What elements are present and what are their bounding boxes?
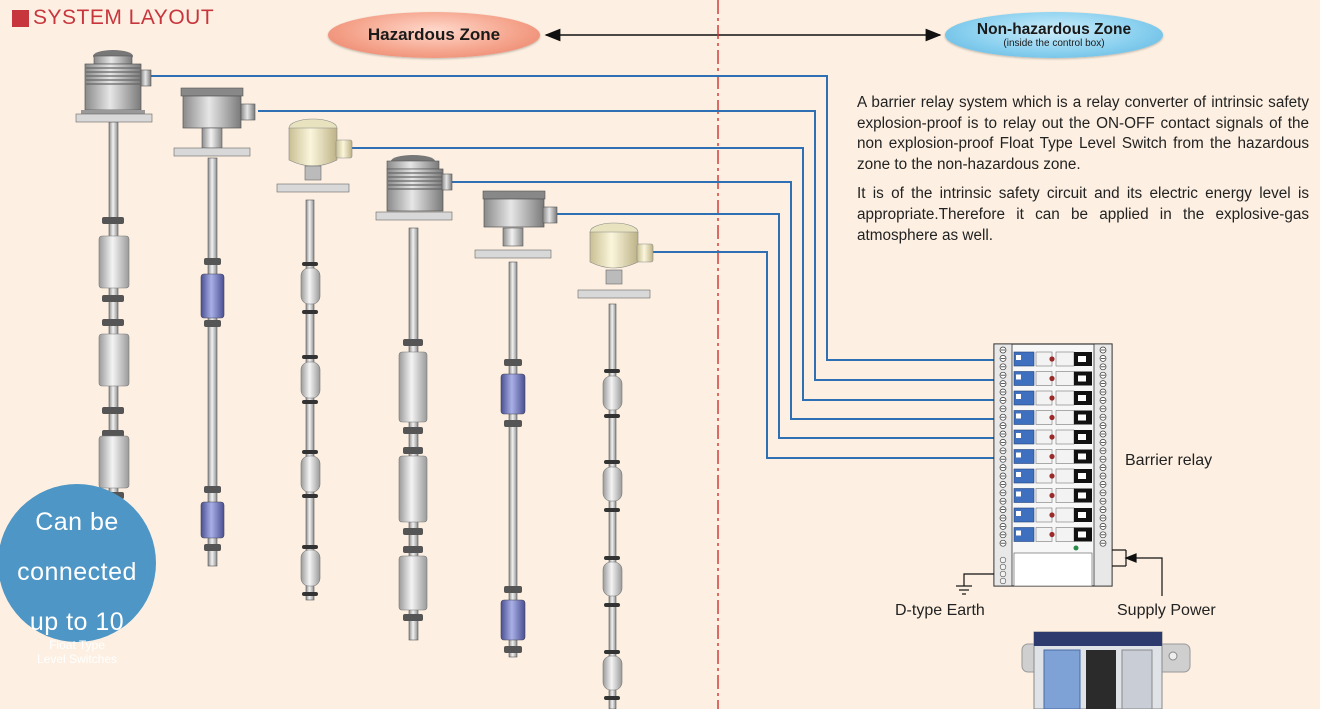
page-title-text: SYSTEM LAYOUT [33, 6, 215, 29]
description-paragraph-1: A barrier relay system which is a relay … [857, 94, 1309, 173]
title-square-icon [12, 9, 29, 27]
supply-power-label: Supply Power [1117, 602, 1216, 619]
supply-power-wiring [1112, 549, 1163, 596]
connection-capacity-badge: Can be connected up to 10 Float Type Lev… [0, 484, 156, 666]
badge-line-4: Float Type [49, 638, 105, 652]
signal-wires [150, 75, 998, 459]
float-switch-4 [375, 155, 453, 641]
d-type-earth-label: D-type Earth [895, 602, 985, 619]
non-hazardous-zone-text: Non-hazardous Zone [976, 21, 1132, 38]
float-switch-6 [577, 222, 654, 709]
badge-line-2: connected [17, 558, 137, 586]
page-title: SYSTEM LAYOUT [12, 6, 214, 30]
float-switch-1 [75, 50, 153, 518]
hazardous-zone-label: Hazardous Zone [328, 12, 540, 58]
badge-line-1: Can be [35, 508, 119, 536]
badge-line-3: up to 10 [29, 608, 125, 636]
barrier-relay-unit-photo [1021, 631, 1191, 709]
barrier-relay-panel [993, 343, 1113, 587]
hazardous-zone-text: Hazardous Zone [367, 25, 501, 44]
badge-line-5: Level Switches [36, 652, 118, 666]
float-switch-3 [276, 118, 353, 601]
float-switch-2 [173, 87, 256, 567]
description-block: A barrier relay system which is a relay … [857, 93, 1309, 255]
barrier-relay-label: Barrier relay [1125, 452, 1213, 469]
non-hazardous-zone-subtitle: (inside the control box) [1003, 38, 1105, 49]
earth-symbol-icon [956, 573, 994, 595]
description-paragraph-2: It is of the intrinsic safety circuit an… [857, 185, 1309, 244]
non-hazardous-zone-label: Non-hazardous Zone (inside the control b… [945, 12, 1163, 58]
float-switch-5 [474, 190, 558, 658]
